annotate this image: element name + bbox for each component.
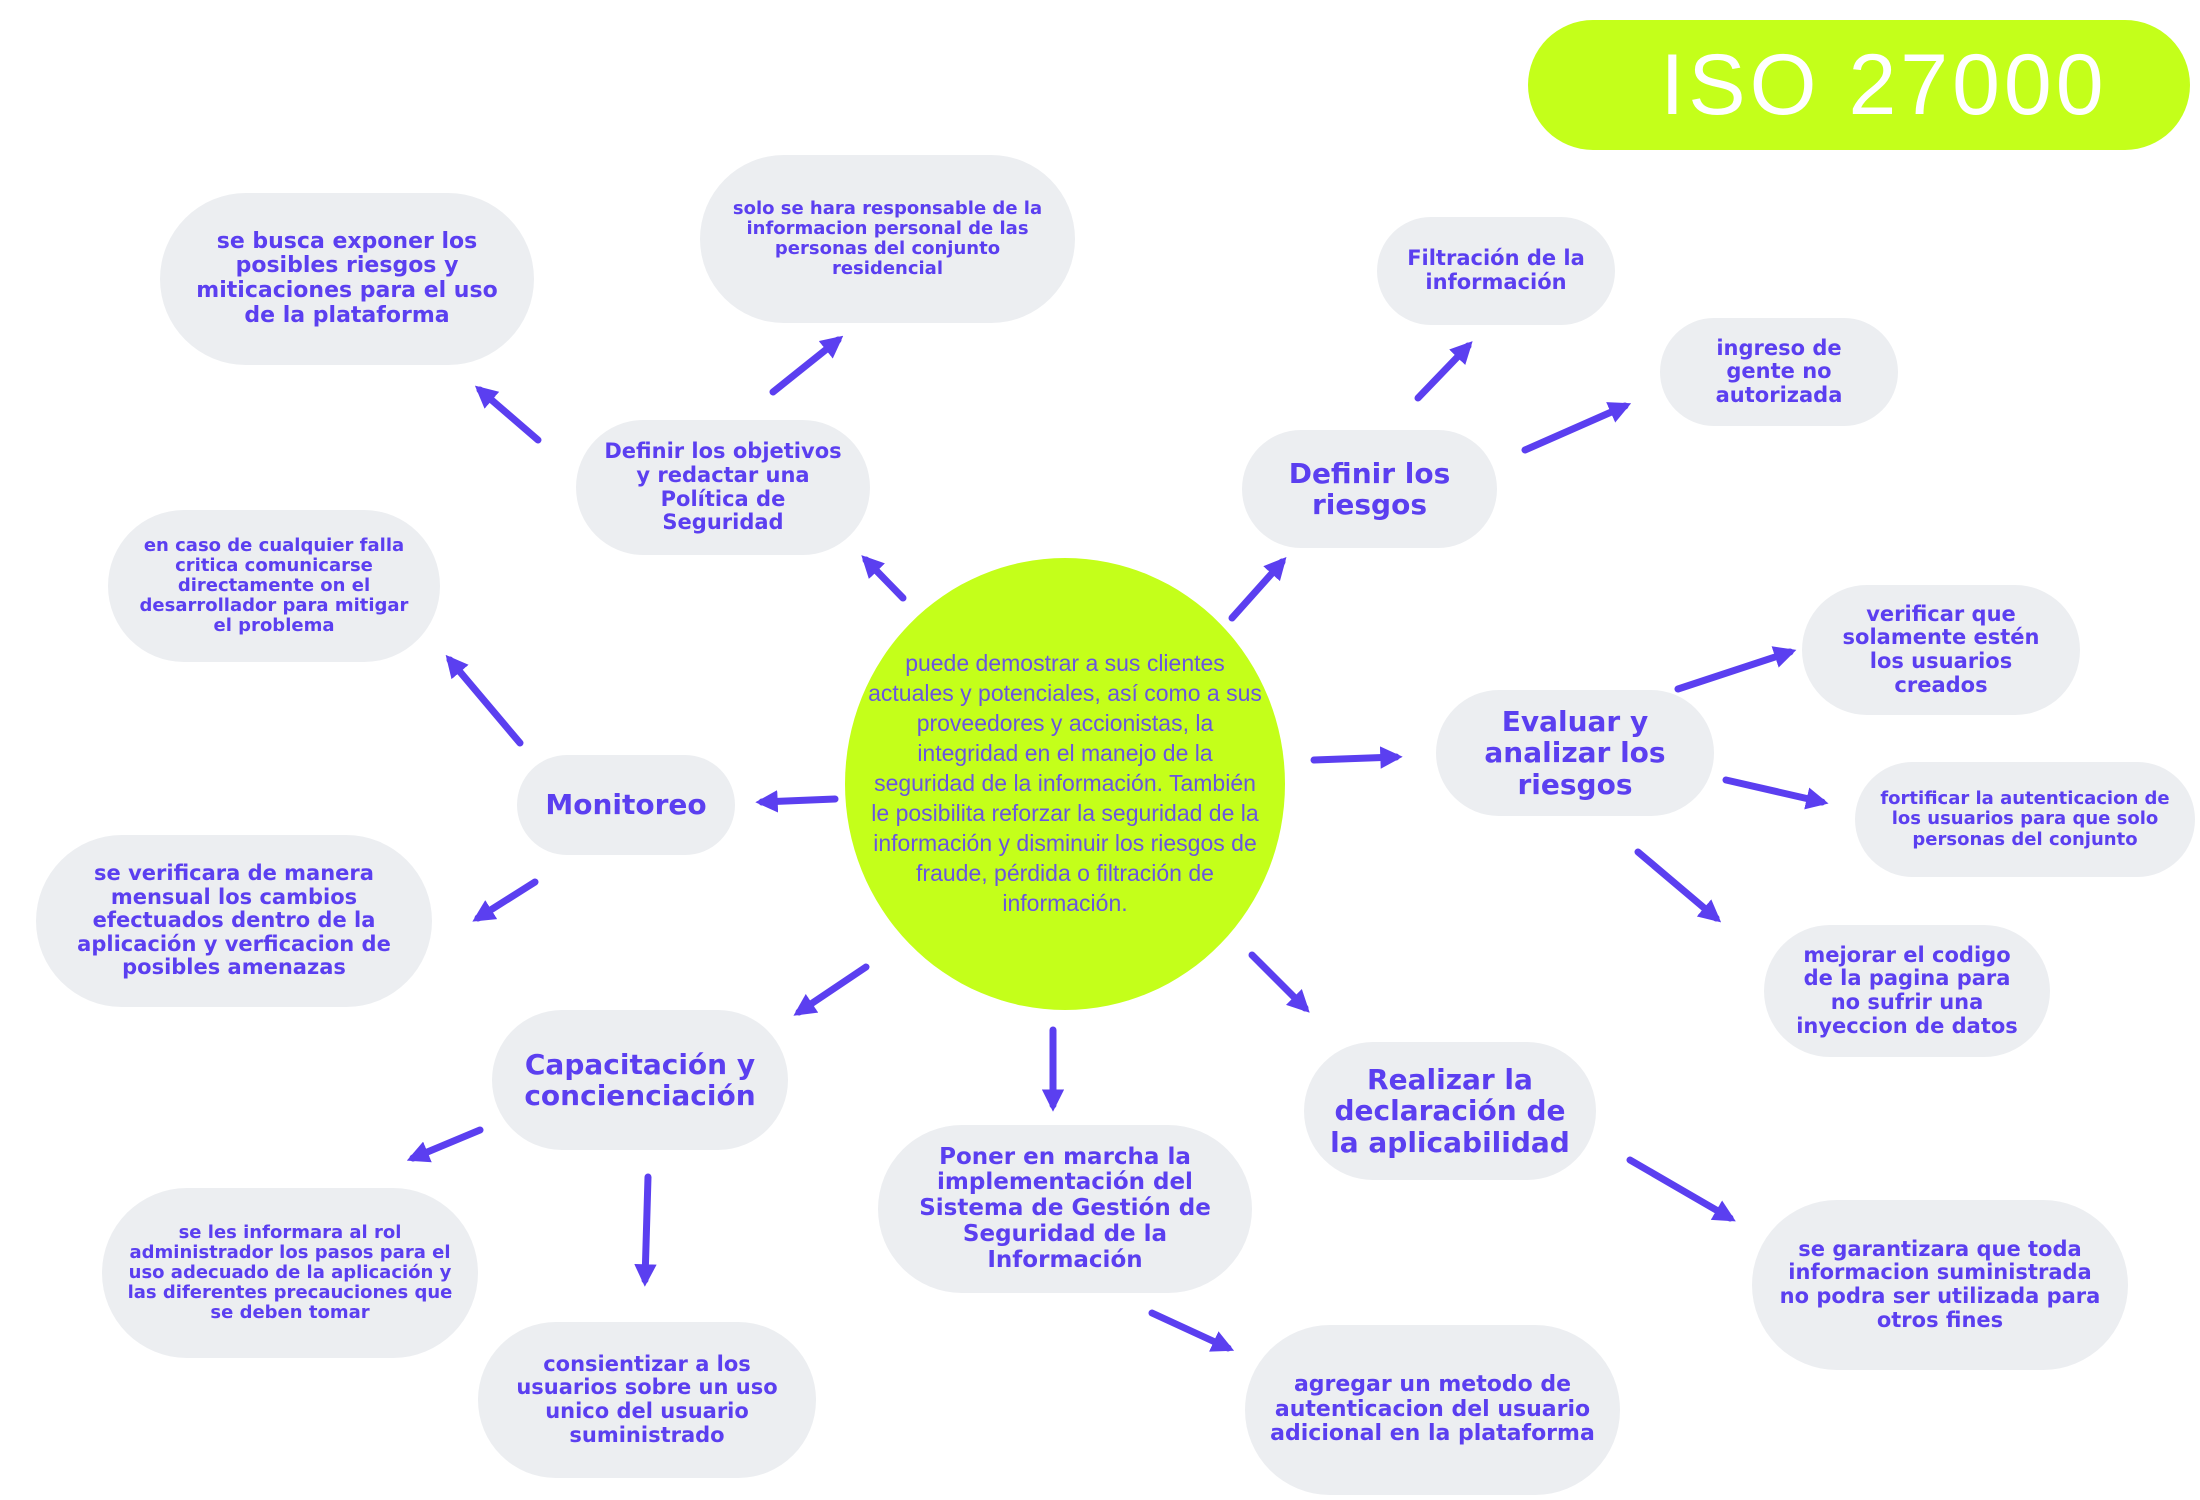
- node-implementacion-child-agregar-text: agregar un metodo de autenticacion del u…: [1270, 1372, 1595, 1447]
- page-title: ISO 27000: [1660, 36, 2108, 133]
- arrow-evaluar-to-fortificar: [1722, 776, 1829, 810]
- arrow-capacitacion-to-consientizar: [634, 1173, 657, 1287]
- node-politica-child-exponer-text: se busca exponer los posibles riesgos y …: [196, 228, 498, 328]
- node-politica-child-responsable-text: solo se hara responsable de la informaci…: [732, 197, 1043, 280]
- node-politica-label: Definir los objetivos y redactar una Pol…: [604, 439, 842, 535]
- node-politica: Definir los objetivos y redactar una Pol…: [576, 420, 870, 555]
- node-capacitacion-child-administrador-text: se les informara al rol administrador lo…: [127, 1221, 453, 1324]
- node-politica-child-responsable: solo se hara responsable de la informaci…: [700, 155, 1075, 323]
- node-evaluar-child-verificar-text: verificar que solamente estén los usuari…: [1842, 601, 2040, 697]
- node-monitoreo-child-mensual-text: se verificara de manera mensual los camb…: [77, 861, 391, 980]
- node-capacitacion-child-administrador: se les informara al rol administrador lo…: [102, 1188, 478, 1358]
- node-declaracion: Realizar la declaración de la aplicabili…: [1304, 1042, 1596, 1180]
- node-riesgos-label: Definir los riesgos: [1288, 456, 1451, 521]
- arrow-evaluar-to-verificar: [1674, 646, 1797, 693]
- node-evaluar-child-verificar: verificar que solamente estén los usuari…: [1802, 585, 2080, 715]
- arrow-center-to-evaluar: [1310, 746, 1403, 769]
- node-capacitacion-child-consientizar: consientizar a los usuarios sobre un uso…: [478, 1322, 816, 1478]
- node-riesgos: Definir los riesgos: [1242, 430, 1497, 548]
- arrow-monitoreo-to-falla: [445, 654, 524, 747]
- node-riesgos-child-filtracion: Filtración de la información: [1377, 217, 1615, 325]
- node-evaluar-child-mejorar-text: mejorar el codigo de la pagina para no s…: [1796, 942, 2018, 1038]
- node-implementacion-child-agregar: agregar un metodo de autenticacion del u…: [1245, 1325, 1620, 1495]
- node-riesgos-child-filtracion-text: Filtración de la información: [1407, 246, 1585, 294]
- node-riesgos-child-ingreso-text: ingreso de gente no autorizada: [1715, 335, 1843, 407]
- arrow-declaracion-to-garantizar: [1626, 1156, 1736, 1222]
- arrow-center-to-declaracion: [1248, 951, 1310, 1013]
- node-monitoreo-child-mensual: se verificara de manera mensual los camb…: [36, 835, 432, 1007]
- node-implementacion-label: Poner en marcha la implementación del Si…: [919, 1143, 1211, 1273]
- arrow-riesgos-to-filtracion: [1414, 341, 1473, 402]
- node-monitoreo-label: Monitoreo: [545, 788, 707, 822]
- node-politica-child-exponer: se busca exponer los posibles riesgos y …: [160, 193, 534, 365]
- arrow-monitoreo-to-mensual: [472, 878, 539, 922]
- node-evaluar-child-fortificar-text: fortificar la autenticacion de los usuar…: [1880, 788, 2170, 850]
- node-evaluar-child-fortificar: fortificar la autenticacion de los usuar…: [1855, 762, 2195, 877]
- arrow-politica-to-responsable: [769, 335, 844, 396]
- arrow-capacitacion-to-administrador: [406, 1126, 484, 1163]
- center-text: puede demostrar a sus clientes actuales …: [868, 650, 1262, 916]
- node-evaluar-label: Evaluar y analizar los riesgos: [1484, 704, 1666, 801]
- arrow-center-to-politica: [861, 555, 907, 602]
- arrow-politica-to-riesgos-child: [474, 385, 542, 444]
- node-declaracion-child-garantizar-text: se garantizara que toda informacion sumi…: [1779, 1236, 2101, 1332]
- arrow-center-to-capacitacion: [793, 963, 870, 1016]
- node-monitoreo-child-falla-text: en caso de cualquier falla critica comun…: [139, 534, 409, 637]
- title-pill: ISO 27000: [1528, 20, 2190, 150]
- arrow-riesgos-to-ingreso: [1521, 402, 1632, 454]
- arrow-center-to-riesgos: [1228, 556, 1287, 622]
- node-implementacion: Poner en marcha la implementación del Si…: [878, 1125, 1252, 1293]
- node-evaluar-child-mejorar: mejorar el codigo de la pagina para no s…: [1764, 925, 2050, 1057]
- arrow-evaluar-to-mejorar: [1634, 848, 1722, 923]
- arrow-center-to-monitoreo: [755, 790, 839, 813]
- node-capacitacion-label: Capacitación y concienciación: [524, 1047, 756, 1112]
- node-declaracion-label: Realizar la declaración de la aplicabili…: [1330, 1062, 1570, 1159]
- node-riesgos-child-ingreso: ingreso de gente no autorizada: [1660, 318, 1898, 426]
- node-capacitacion-child-consientizar-text: consientizar a los usuarios sobre un uso…: [516, 1351, 778, 1447]
- node-capacitacion: Capacitación y concienciación: [492, 1010, 788, 1150]
- arrow-implementacion-to-agregar: [1148, 1309, 1235, 1352]
- node-monitoreo: Monitoreo: [517, 755, 735, 855]
- node-monitoreo-child-falla: en caso de cualquier falla critica comun…: [108, 510, 440, 662]
- node-evaluar: Evaluar y analizar los riesgos: [1436, 690, 1714, 816]
- node-declaracion-child-garantizar: se garantizara que toda informacion sumi…: [1752, 1200, 2128, 1370]
- center-circle: puede demostrar a sus clientes actuales …: [845, 558, 1285, 1010]
